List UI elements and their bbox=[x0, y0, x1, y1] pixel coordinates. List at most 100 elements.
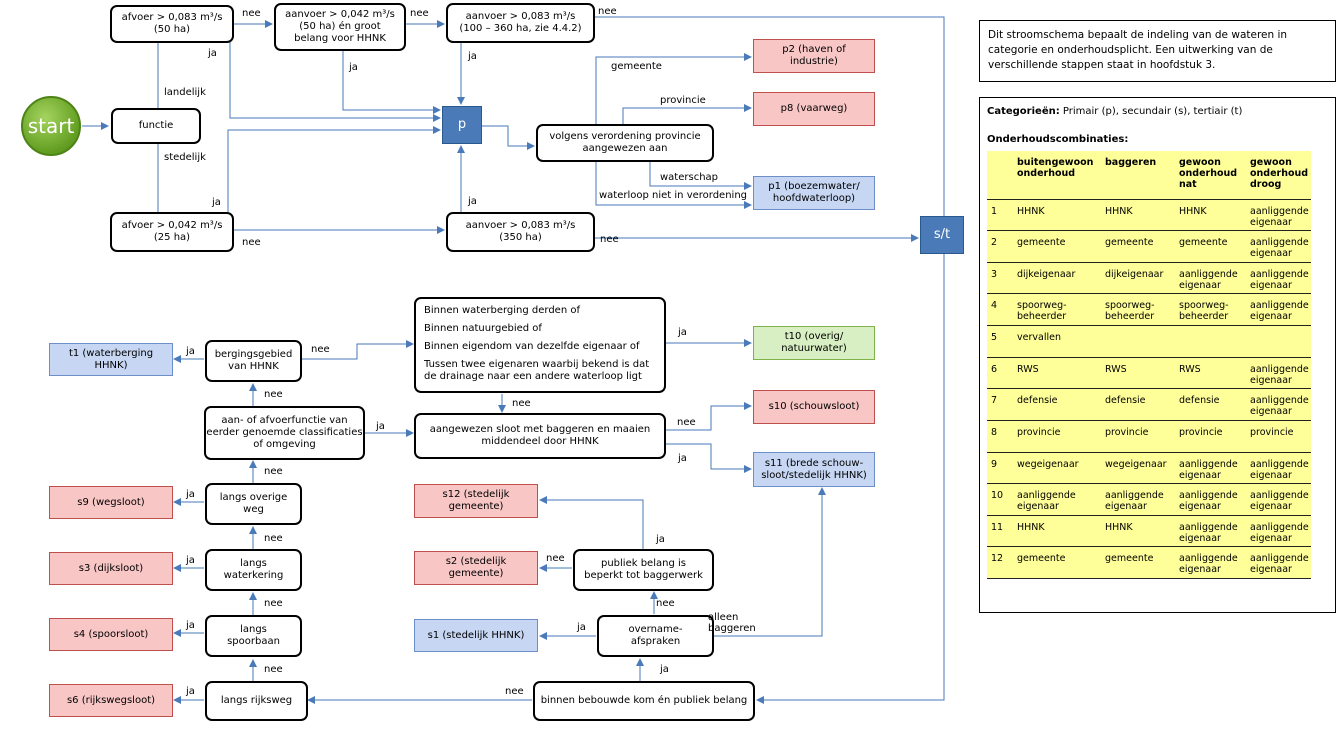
line: p1 (boezemwater/ bbox=[768, 181, 860, 192]
line: aanvoer > 0,083 m³/s bbox=[465, 11, 576, 22]
categories-line: Categorieën: Primair (p), secundair (s),… bbox=[987, 106, 1328, 117]
node-p1: p1 (boezemwater/hoofdwaterloop) bbox=[753, 176, 875, 210]
table-cell: aanliggende eigenaar bbox=[1175, 452, 1246, 485]
line: of omgeving bbox=[253, 439, 316, 450]
info-box: Dit stroomschema bepaalt de indeling van… bbox=[979, 20, 1336, 82]
line: s3 (dijksloot) bbox=[78, 562, 144, 574]
line: belang voor HHNK bbox=[294, 33, 386, 44]
table-cell: 4 bbox=[987, 293, 1013, 326]
edge-label-ja: ja bbox=[468, 51, 477, 62]
edge-label-nee: nee bbox=[656, 598, 675, 609]
table-cell: aanliggende eigenaar bbox=[1101, 483, 1175, 516]
table-cell: gemeente bbox=[1101, 546, 1175, 580]
node-functie: functie bbox=[111, 108, 201, 144]
edge-label-waterloop-niet: waterloop niet in verordening bbox=[599, 190, 748, 201]
maintenance-table: buitengewoon onderhoud baggeren gewoon o… bbox=[987, 151, 1311, 580]
legend-box: Categorieën: Primair (p), secundair (s),… bbox=[979, 97, 1336, 613]
edge-label-ja: ja bbox=[186, 620, 195, 631]
edge-label-ja: ja bbox=[186, 489, 195, 500]
table-cell: aanliggende eigenaar bbox=[1246, 546, 1311, 580]
edge-label-ja: ja bbox=[208, 48, 217, 59]
line: Binnen waterberging derden of bbox=[424, 305, 580, 316]
table-cell: 3 bbox=[987, 262, 1013, 295]
line: alleen bbox=[708, 612, 739, 623]
start-node: start bbox=[21, 96, 81, 156]
line: (100 – 360 ha, zie 4.4.2) bbox=[459, 23, 582, 34]
table-cell: HHNK bbox=[1101, 199, 1175, 232]
edge-label-nee: nee bbox=[546, 553, 565, 564]
table-cell: gemeente bbox=[1013, 546, 1101, 580]
edge-label-ja: ja bbox=[186, 686, 195, 697]
header-cell: gewoon onderhoud droog bbox=[1246, 151, 1311, 200]
table-cell: aanliggende eigenaar bbox=[1175, 546, 1246, 580]
node-p-label: p bbox=[457, 117, 467, 132]
table-cell: dijkeigenaar bbox=[1101, 262, 1175, 295]
line: aangewezen aan bbox=[582, 143, 668, 154]
edge-label-ja: ja bbox=[376, 421, 385, 432]
edge-label-ja: ja bbox=[678, 453, 687, 464]
table-cell: spoorweg-beheerder bbox=[1101, 293, 1175, 326]
table-cell: dijkeigenaar bbox=[1013, 262, 1101, 295]
line: p8 (vaarweg) bbox=[780, 103, 848, 114]
table-cell: RWS bbox=[1013, 357, 1101, 390]
line: s11 (brede schouw- bbox=[764, 457, 864, 469]
table-cell: 12 bbox=[987, 546, 1013, 580]
table-cell: vervallen bbox=[1013, 325, 1101, 358]
node-aanvoer100: aanvoer > 0,083 m³/s(100 – 360 ha, zie 4… bbox=[446, 3, 595, 43]
table-cell: defensie bbox=[1175, 388, 1246, 422]
table-cell: 11 bbox=[987, 515, 1013, 548]
line: Binnen eigendom van dezelfde eigenaar of bbox=[424, 341, 640, 352]
start-label: start bbox=[27, 114, 75, 138]
line: baggeren bbox=[708, 623, 756, 634]
table-cell: aanliggende eigenaar bbox=[1246, 199, 1311, 232]
node-rijksweg: langs rijksweg bbox=[205, 681, 308, 721]
table-cell: HHNK bbox=[1175, 199, 1246, 232]
line: hoofdwaterloop) bbox=[772, 193, 856, 204]
line: natuurwater) bbox=[781, 343, 847, 354]
table-cell: 8 bbox=[987, 420, 1013, 453]
edge-label-nee: nee bbox=[264, 598, 283, 609]
table-cell: defensie bbox=[1101, 388, 1175, 422]
edge-label-nee: nee bbox=[242, 8, 261, 19]
edge-publiek-s12 bbox=[539, 496, 644, 549]
node-s10: s10 (schouwsloot) bbox=[753, 390, 875, 424]
table-cell: aanliggende eigenaar bbox=[1246, 357, 1311, 390]
node-st: s/t bbox=[920, 216, 964, 254]
node-p: p bbox=[442, 106, 482, 144]
line: eerder genoemde classificaties bbox=[206, 427, 363, 438]
table-cell: RWS bbox=[1101, 357, 1175, 390]
node-s6: s6 (rijkswegsloot) bbox=[49, 684, 173, 717]
table-cell bbox=[1175, 325, 1246, 358]
table-cell: 2 bbox=[987, 230, 1013, 263]
edge-label-ja: ja bbox=[212, 197, 221, 208]
edge-label-landelijk: landelijk bbox=[164, 87, 206, 98]
table-cell: provincie bbox=[1013, 420, 1101, 453]
table-cell: aanliggende eigenaar bbox=[1246, 515, 1311, 548]
table-cell: gemeente bbox=[1101, 230, 1175, 263]
table-cell: 7 bbox=[987, 388, 1013, 422]
edge-label-nee: nee bbox=[264, 664, 283, 675]
node-s11: s11 (brede schouw-sloot/stedelijk HHNK) bbox=[753, 452, 875, 487]
table-cell: wegeigenaar bbox=[1013, 452, 1101, 485]
node-afvoer25: afvoer > 0,042 m³/s(25 ha) bbox=[110, 212, 234, 252]
categories-text: Primair (p), secundair (s), tertiair (t) bbox=[1059, 106, 1243, 117]
line: aanvoer > 0,083 m³/s bbox=[465, 220, 576, 231]
line: (350 ha) bbox=[499, 232, 542, 243]
edge-label-nee: nee bbox=[242, 237, 261, 248]
table-header-row: buitengewoon onderhoud baggeren gewoon o… bbox=[987, 151, 1311, 200]
edge-label-nee: nee bbox=[264, 466, 283, 477]
table-cell: aanliggende eigenaar bbox=[1175, 515, 1246, 548]
table-cell: defensie bbox=[1013, 388, 1101, 422]
edge-afvoer25-p bbox=[227, 126, 441, 212]
